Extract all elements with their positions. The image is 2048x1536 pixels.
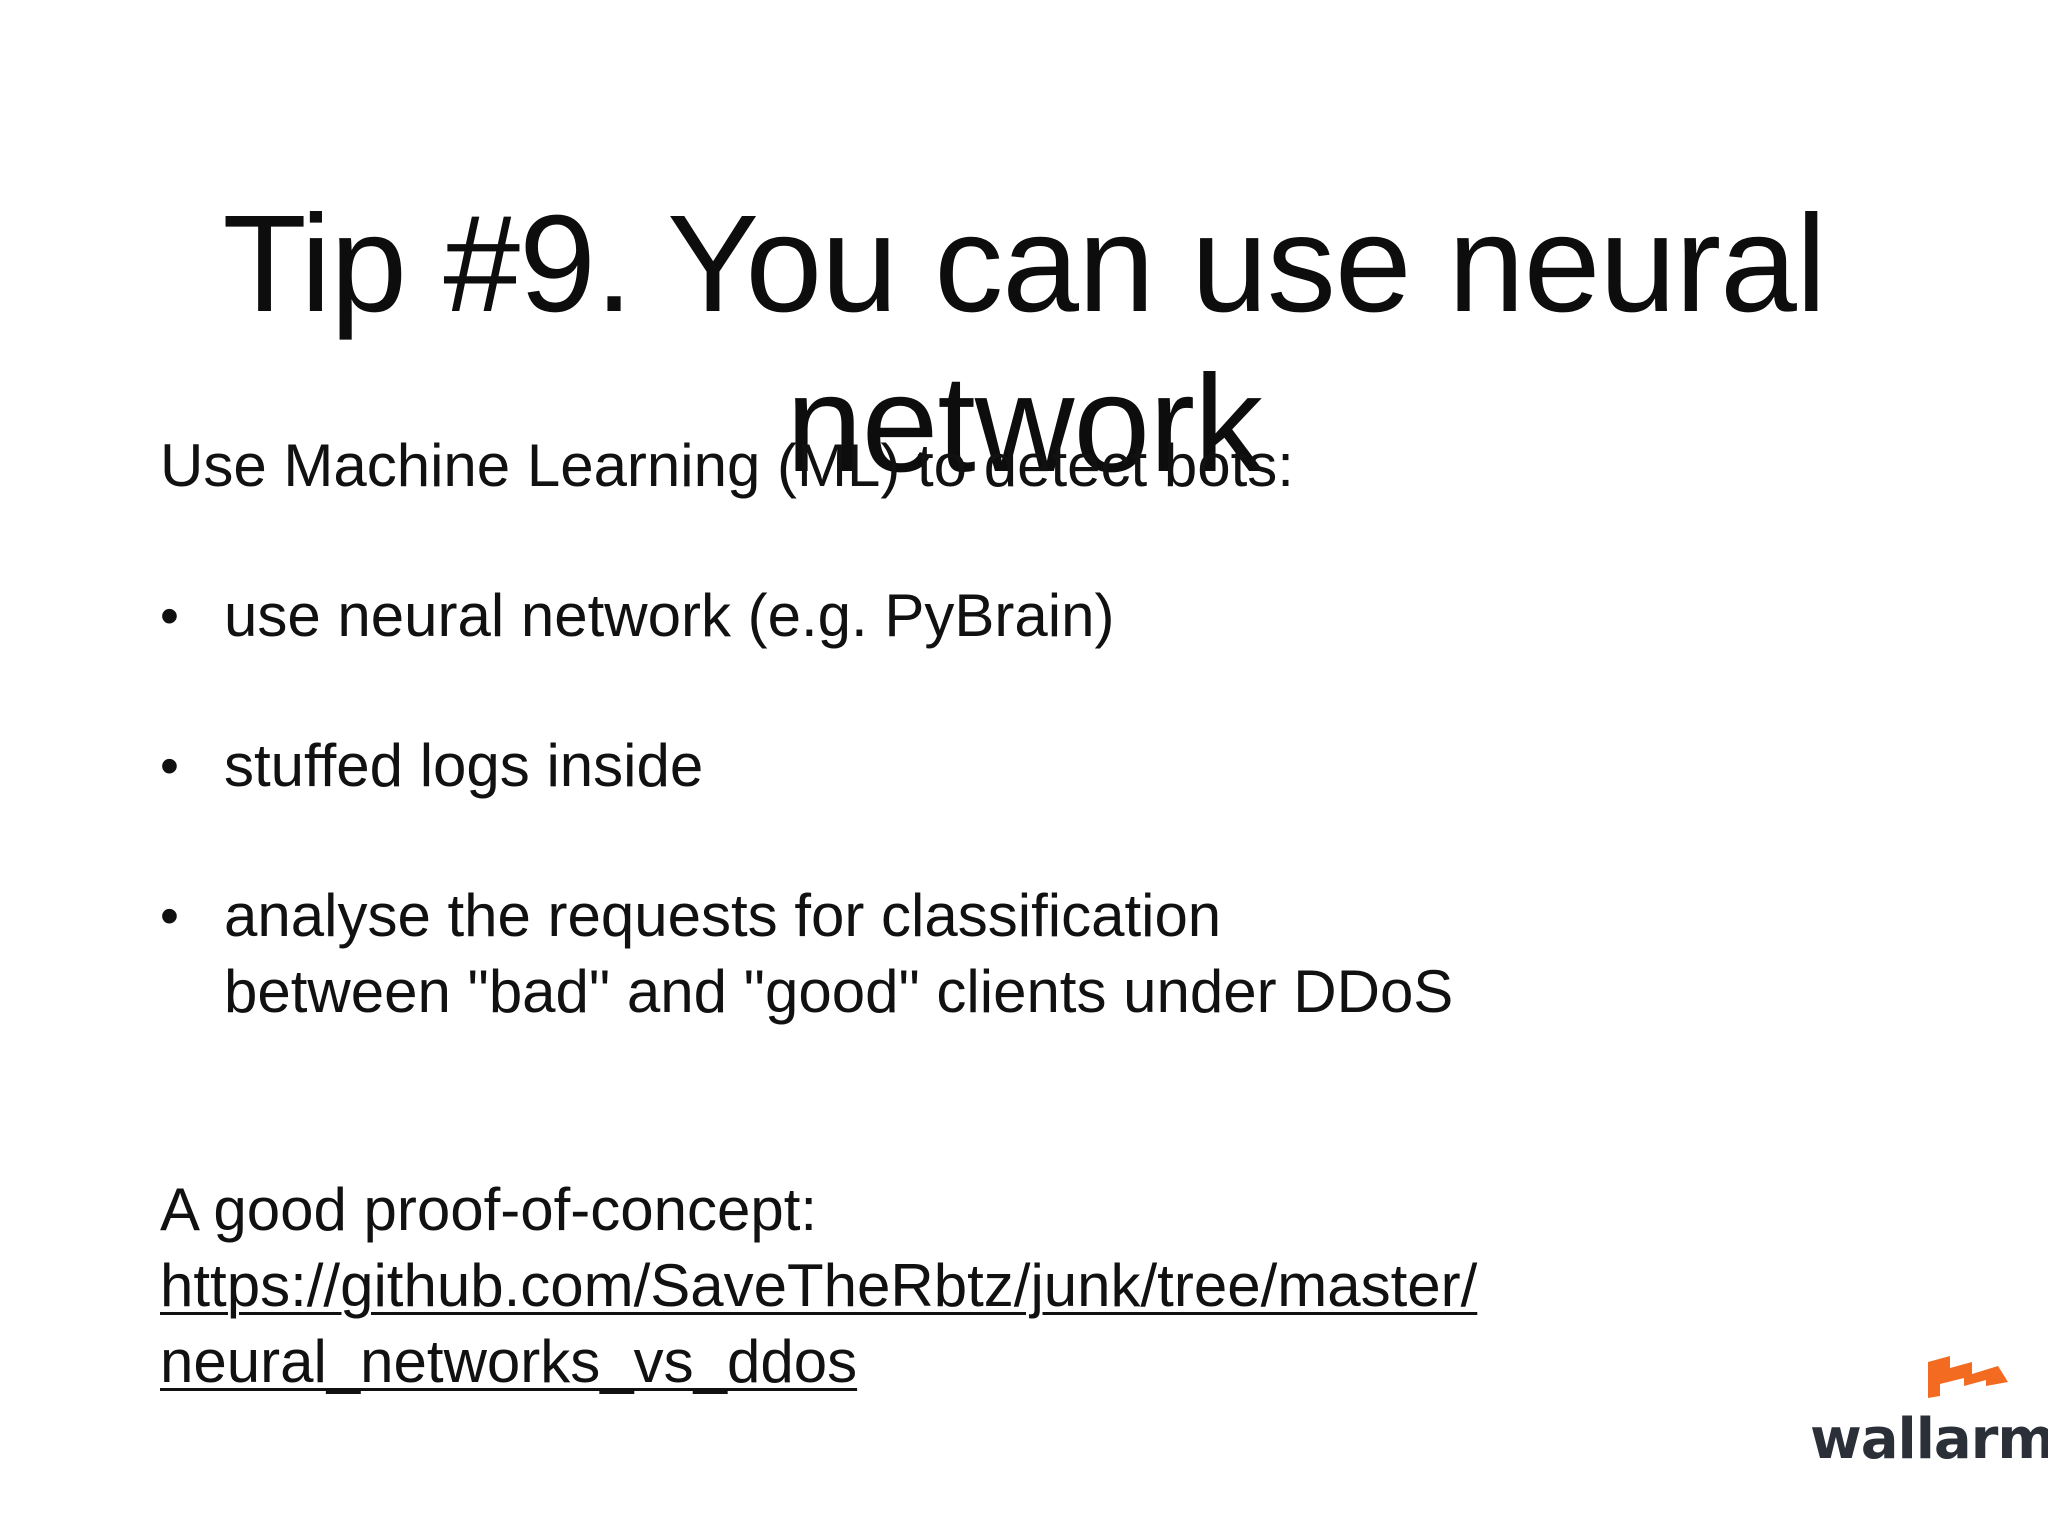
slide-title-line-1: Tip #9. You can use neural xyxy=(222,187,1826,342)
proof-of-concept: A good proof-of-concept: https://github.… xyxy=(160,1172,1477,1400)
bullet-text-line: use neural network (e.g. PyBrain) xyxy=(224,582,1115,649)
bullet-text: stuffed logs inside xyxy=(224,728,1724,804)
bullet-item-1: • use neural network (e.g. PyBrain) xyxy=(160,578,1724,654)
wallarm-logo: wallarm xyxy=(1810,1352,2048,1472)
bullet-text-line: stuffed logs inside xyxy=(224,732,704,799)
bullet-list: • use neural network (e.g. PyBrain) • st… xyxy=(160,578,1724,1104)
logo-wordmark: wallarm xyxy=(1810,1407,2048,1472)
slide-title-line-2: network xyxy=(785,347,1263,502)
bullet-item-2: • stuffed logs inside xyxy=(160,728,1724,804)
bullet-text: analyse the requests for classification … xyxy=(224,878,1724,1030)
poc-label: A good proof-of-concept: xyxy=(160,1176,818,1243)
bullet-icon: • xyxy=(160,886,179,946)
intro-text: Use Machine Learning (ML) to detect bots… xyxy=(160,432,1294,499)
bullet-icon: • xyxy=(160,586,179,646)
poc-link-line-2[interactable]: neural_networks_vs_ddos xyxy=(160,1328,858,1395)
slide-title: Tip #9. You can use neural network xyxy=(0,184,2048,504)
bullet-text-line: between "bad" and "good" clients under D… xyxy=(224,958,1454,1025)
bullet-item-3: • analyse the requests for classificatio… xyxy=(160,878,1724,1030)
wallarm-flag-icon xyxy=(1928,1356,2008,1398)
bullet-icon: • xyxy=(160,736,179,796)
poc-link-line-1[interactable]: https://github.com/SaveTheRbtz/junk/tree… xyxy=(160,1252,1478,1319)
bullet-text: use neural network (e.g. PyBrain) xyxy=(224,578,1724,654)
bullet-text-line: analyse the requests for classification xyxy=(224,882,1222,949)
